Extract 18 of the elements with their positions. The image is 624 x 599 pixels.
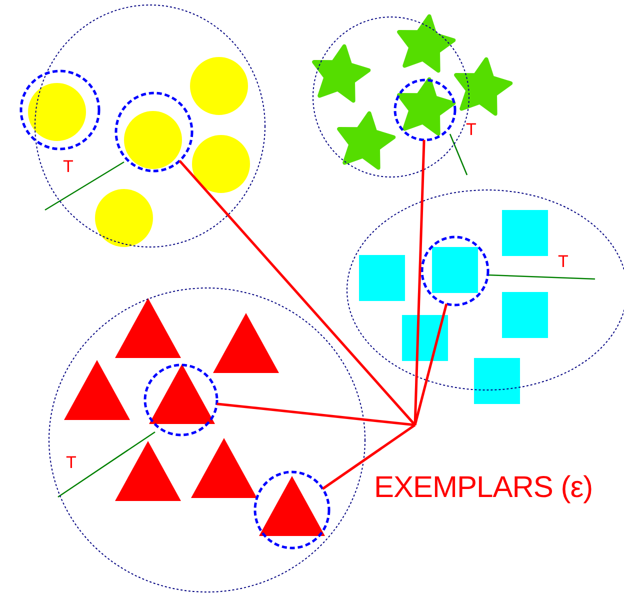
exemplar-circle	[143, 363, 219, 437]
exemplar-circle	[19, 69, 101, 151]
radius-label: T	[466, 121, 476, 138]
exemplar-circle	[114, 91, 194, 173]
exemplar-circle	[253, 470, 331, 550]
exemplar-circle	[393, 78, 457, 142]
radius-label: T	[66, 454, 76, 471]
exemplar-circle	[420, 235, 490, 307]
leader-line	[322, 424, 416, 490]
leader-line	[178, 160, 416, 426]
exemplar-label: EXEMPLARS (ε)	[374, 473, 593, 503]
radius-label: T	[558, 253, 568, 270]
radius-label: T	[63, 158, 74, 175]
cluster-boundary	[345, 188, 624, 392]
leader-line	[414, 304, 448, 426]
cluster-boundary	[47, 286, 367, 594]
leader-line	[414, 140, 426, 426]
leader-line	[216, 402, 416, 426]
